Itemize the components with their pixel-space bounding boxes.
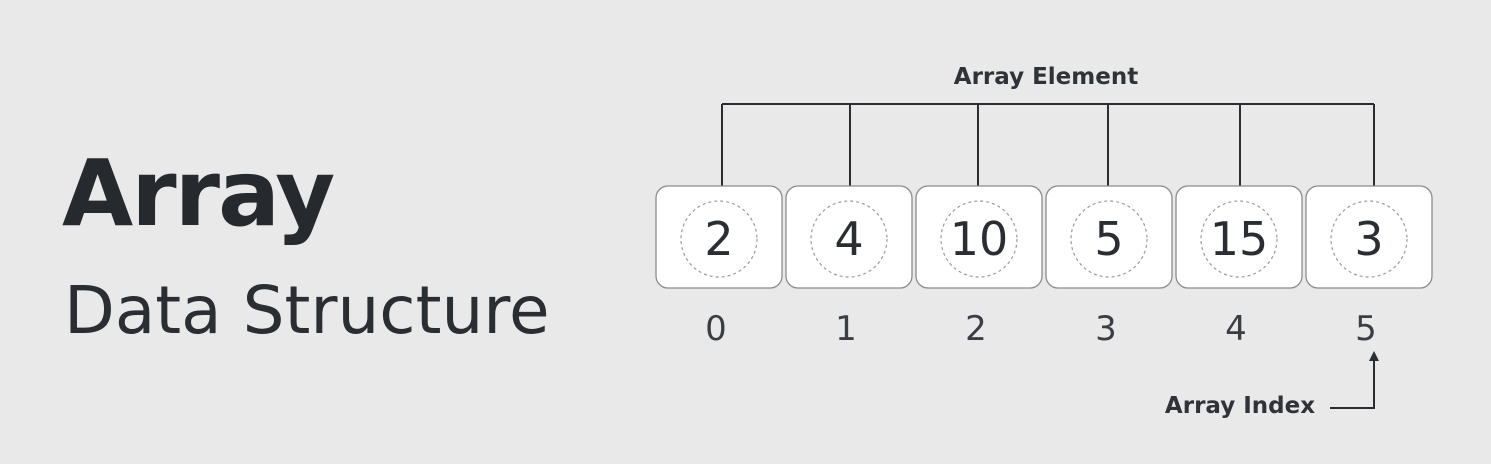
array-indices: 0 1 2 3 4 5 [705, 309, 1377, 349]
cell-box [655, 185, 783, 289]
array-element-label: Array Element [954, 64, 1138, 90]
array-cell: 4 [785, 185, 913, 289]
value-ring [940, 200, 1018, 278]
cell-box [1175, 185, 1303, 289]
array-cell: 3 [1305, 185, 1433, 289]
element-index: 1 [835, 309, 857, 349]
array-cell: 5 [1045, 185, 1173, 289]
element-value: 10 [950, 212, 1009, 266]
value-ring [810, 200, 888, 278]
element-value: 5 [1094, 212, 1123, 266]
value-ring [1200, 200, 1278, 278]
array-index-label: Array Index [1165, 393, 1315, 419]
page-subtitle: Data Structure [64, 272, 550, 349]
page-title: Array [62, 140, 335, 247]
array-cell: 2 [655, 185, 783, 289]
value-ring [680, 200, 758, 278]
array-cell: 10 [915, 185, 1043, 289]
element-index: 4 [1225, 309, 1247, 349]
element-index: 5 [1355, 309, 1377, 349]
element-connectors [717, 103, 1379, 199]
value-ring [1330, 200, 1408, 278]
cell-box [915, 185, 1043, 289]
element-index: 0 [705, 309, 727, 349]
element-value: 15 [1210, 212, 1269, 266]
array-cell: 15 [1175, 185, 1303, 289]
element-index: 3 [1095, 309, 1117, 349]
cell-box [785, 185, 913, 289]
element-value: 2 [704, 212, 733, 266]
element-value: 4 [834, 212, 863, 266]
element-index: 2 [965, 309, 987, 349]
array-cells: 2 4 10 5 15 3 [655, 185, 1433, 289]
cell-box [1305, 185, 1433, 289]
value-ring [1070, 200, 1148, 278]
element-value: 3 [1354, 212, 1383, 266]
index-arrow [1330, 351, 1379, 409]
cell-box [1045, 185, 1173, 289]
